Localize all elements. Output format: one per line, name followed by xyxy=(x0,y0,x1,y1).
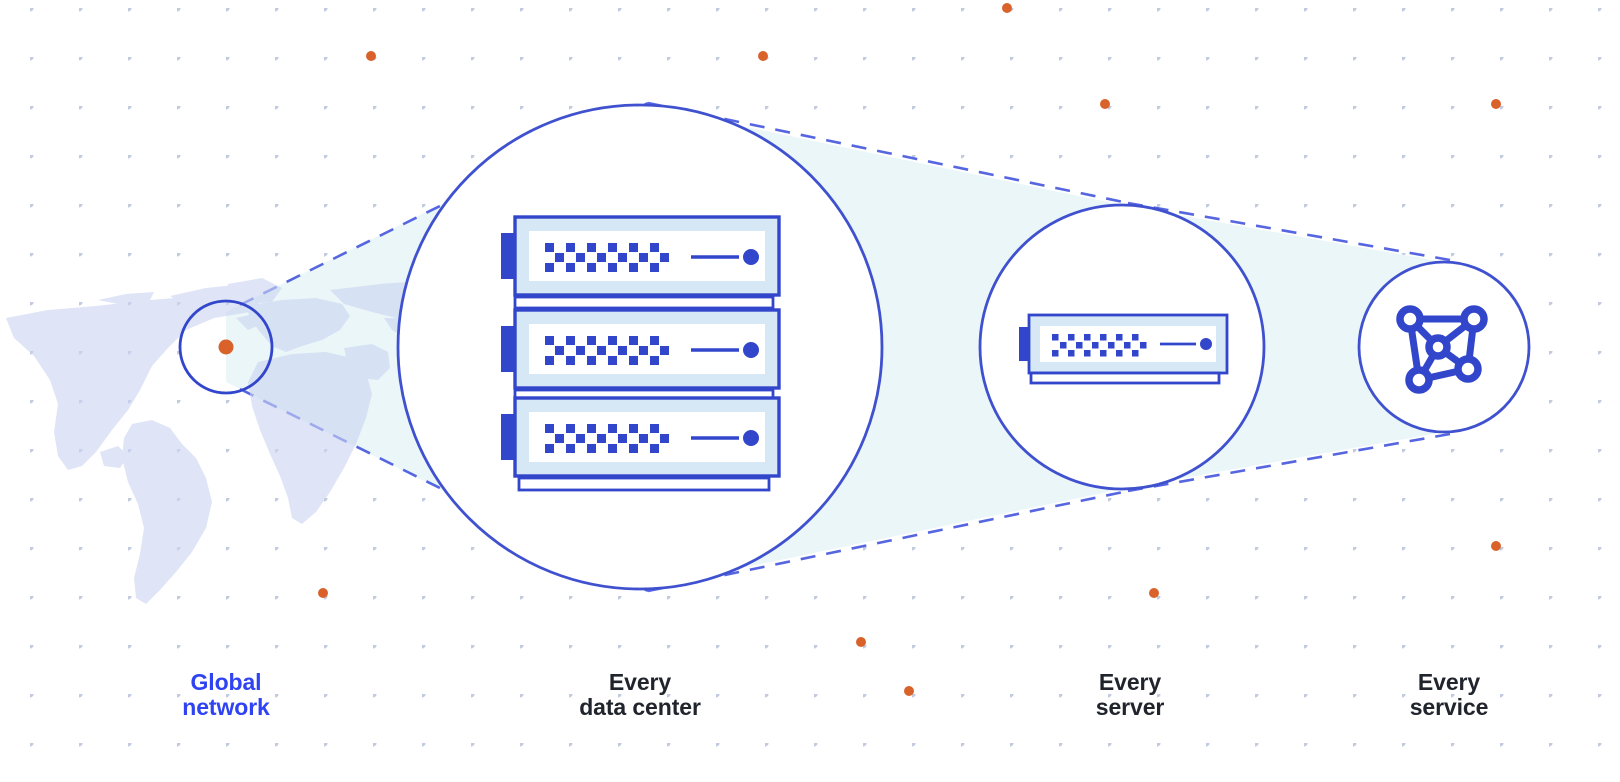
cone-dash-top-2 xyxy=(647,101,1129,205)
global-network-circle xyxy=(178,299,274,395)
rack-base-bar xyxy=(517,476,771,492)
stage-every-data-center[interactable] xyxy=(396,103,884,591)
stage-every-service[interactable] xyxy=(1357,260,1531,434)
single-server-icon xyxy=(1017,313,1229,385)
accent-dots xyxy=(318,3,1501,696)
rack-spacer-bar xyxy=(513,295,775,310)
map-marker-icon xyxy=(218,339,234,355)
cone-dash-bottom-2 xyxy=(647,489,1129,593)
stage-every-server[interactable] xyxy=(978,203,1266,491)
network-node-dots xyxy=(1396,305,1488,394)
server-base-bar xyxy=(1029,371,1221,385)
stage-global-network[interactable] xyxy=(178,299,274,395)
cone-dash-bottom-3 xyxy=(1127,432,1451,493)
server-rack-icon xyxy=(499,215,781,492)
cone-dash-top-3 xyxy=(1127,201,1451,262)
